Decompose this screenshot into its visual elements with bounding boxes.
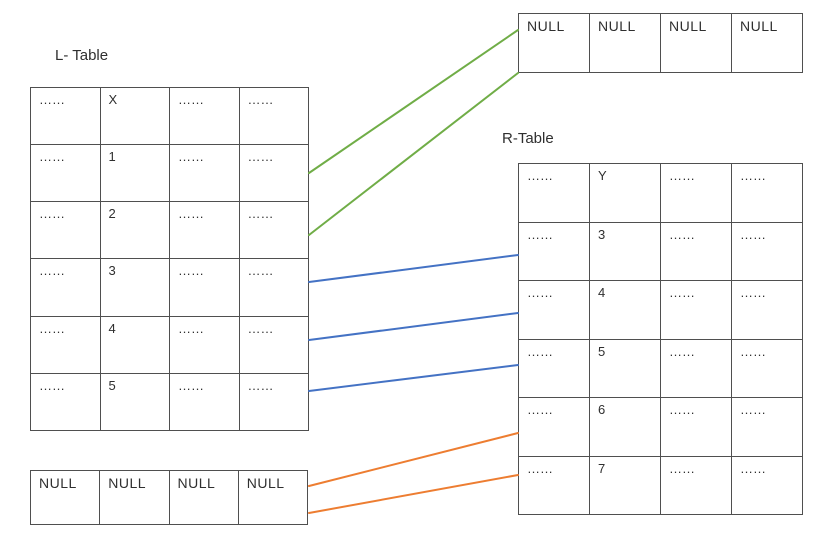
- table-cell: ……: [731, 221, 803, 281]
- r-table-key-header: Y: [589, 163, 661, 223]
- r-table-key-cell: 4: [589, 280, 661, 340]
- line-l-row-5-to-r-row-5: [308, 364, 519, 392]
- null-cell: NULL: [518, 13, 590, 73]
- null-cell: NULL: [237, 470, 309, 525]
- table-cell: ……: [238, 201, 309, 260]
- table-cell: ……: [30, 201, 101, 260]
- r-table-label: R-Table: [502, 130, 554, 147]
- null-cell: NULL: [99, 470, 170, 525]
- table-cell: ……: [660, 163, 732, 223]
- l-table-row: …… 1 …… ……: [30, 144, 309, 203]
- table-cell: ……: [518, 455, 590, 515]
- table-cell: ……: [30, 372, 101, 432]
- table-cell: ……: [169, 372, 240, 432]
- table-cell: ……: [731, 338, 803, 398]
- r-table-key-cell: 5: [589, 338, 661, 398]
- table-cell: ……: [518, 221, 590, 281]
- r-table-key-cell: 3: [589, 221, 661, 281]
- l-table-row: …… 5 …… ……: [30, 372, 309, 432]
- r-table-key-cell: 6: [589, 397, 661, 457]
- table-cell: ……: [169, 258, 240, 317]
- table-cell: ……: [518, 338, 590, 398]
- table-cell: ……: [660, 397, 732, 457]
- table-cell: ……: [660, 455, 732, 515]
- r-table-key-cell: 7: [589, 455, 661, 515]
- null-cell: NULL: [731, 13, 803, 73]
- table-cell: ……: [731, 455, 803, 515]
- r-table-row: …… 4 …… ……: [518, 280, 803, 340]
- null-cell: NULL: [660, 13, 732, 73]
- r-table-row: …… 7 …… ……: [518, 455, 803, 515]
- null-row: NULL NULL NULL NULL: [29, 470, 309, 525]
- line-bottom-null-to-r-row-6: [308, 432, 519, 487]
- table-cell: ……: [238, 315, 309, 374]
- null-cell: NULL: [168, 470, 239, 525]
- bottom-null-row-table: NULL NULL NULL NULL: [29, 470, 309, 525]
- null-row: NULL NULL NULL NULL: [518, 13, 803, 73]
- l-table-key-cell: 5: [99, 372, 170, 432]
- line-l-row-1-to-top-null: [308, 29, 519, 174]
- r-table-row: …… 5 …… ……: [518, 338, 803, 398]
- r-table-row: …… 3 …… ……: [518, 221, 803, 281]
- l-table-key-cell: 2: [99, 201, 170, 260]
- table-cell: ……: [518, 280, 590, 340]
- table-cell: ……: [731, 163, 803, 223]
- table-cell: ……: [238, 86, 309, 146]
- r-table: …… Y …… …… …… 3 …… …… …… 4 …… …… …… 5 ………: [518, 163, 803, 515]
- table-cell: ……: [731, 280, 803, 340]
- l-table-row: …… 2 …… ……: [30, 201, 309, 260]
- r-table-row: …… 6 …… ……: [518, 397, 803, 457]
- line-l-row-3-to-r-row-3: [308, 254, 519, 283]
- table-cell: ……: [30, 258, 101, 317]
- table-cell: ……: [731, 397, 803, 457]
- top-null-row-table: NULL NULL NULL NULL: [518, 13, 803, 73]
- table-cell: ……: [238, 258, 309, 317]
- l-table-key-cell: 3: [99, 258, 170, 317]
- line-l-row-4-to-r-row-4: [308, 312, 519, 341]
- table-cell: ……: [30, 86, 101, 146]
- null-cell: NULL: [589, 13, 661, 73]
- table-cell: ……: [169, 86, 240, 146]
- line-bottom-null-to-r-row-7: [308, 474, 519, 514]
- table-cell: ……: [30, 315, 101, 374]
- table-cell: ……: [518, 397, 590, 457]
- r-table-row: …… Y …… ……: [518, 163, 803, 223]
- table-cell: ……: [660, 280, 732, 340]
- l-table-key-cell: 4: [99, 315, 170, 374]
- table-cell: ……: [660, 221, 732, 281]
- l-table: …… X …… …… …… 1 …… …… …… 2 …… …… …… 3 ………: [30, 86, 309, 432]
- table-cell: ……: [169, 315, 240, 374]
- l-table-row: …… 4 …… ……: [30, 315, 309, 374]
- table-cell: ……: [169, 144, 240, 203]
- l-table-label: L- Table: [55, 47, 109, 64]
- l-table-key-cell: 1: [99, 144, 170, 203]
- table-cell: ……: [238, 144, 309, 203]
- table-cell: ……: [169, 201, 240, 260]
- l-table-row: …… X …… ……: [30, 86, 309, 146]
- table-cell: ……: [660, 338, 732, 398]
- table-cell: ……: [238, 372, 309, 432]
- table-cell: ……: [30, 144, 101, 203]
- l-table-row: …… 3 …… ……: [30, 258, 309, 317]
- null-cell: NULL: [29, 470, 101, 525]
- l-table-key-header: X: [99, 86, 170, 146]
- table-cell: ……: [518, 163, 590, 223]
- line-l-row-2-to-top-null: [308, 72, 519, 236]
